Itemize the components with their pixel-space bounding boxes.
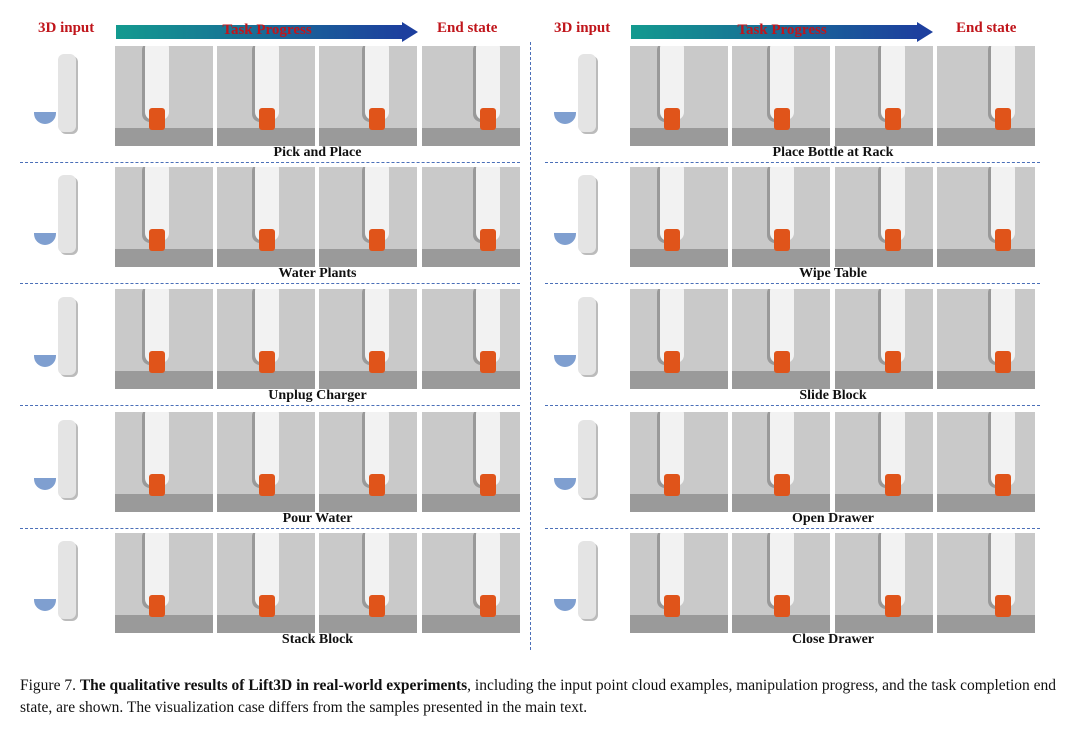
end-state-frame bbox=[422, 533, 520, 633]
end-state-frame bbox=[422, 46, 520, 146]
arrow-head-icon bbox=[402, 22, 418, 42]
progress-frame bbox=[319, 289, 417, 389]
point-cloud-input bbox=[22, 412, 108, 512]
progress-frame bbox=[732, 289, 830, 389]
arrow-head-icon bbox=[917, 22, 933, 42]
task-label: Unplug Charger bbox=[268, 388, 367, 403]
right-3d-input-header: 3D input bbox=[554, 20, 611, 36]
progress-frame bbox=[217, 533, 315, 633]
progress-frame bbox=[630, 533, 728, 633]
point-cloud-input bbox=[542, 412, 628, 512]
end-state-frame bbox=[937, 46, 1035, 146]
task-label: Water Plants bbox=[278, 266, 357, 281]
left-3d-input-header: 3D input bbox=[38, 20, 95, 36]
progress-frame bbox=[835, 533, 933, 633]
progress-frame bbox=[115, 533, 213, 633]
right-task-progress-arrow: Task Progress bbox=[631, 22, 933, 42]
progress-frame bbox=[217, 289, 315, 389]
task-label: Pick and Place bbox=[273, 145, 362, 160]
left-task-progress-arrow: Task Progress bbox=[116, 22, 418, 42]
figure-caption: Figure 7. The qualitative results of Lif… bbox=[20, 675, 1070, 719]
progress-frame bbox=[319, 412, 417, 512]
point-cloud-input bbox=[22, 289, 108, 389]
progress-frame bbox=[115, 167, 213, 267]
row-divider bbox=[20, 283, 520, 284]
left-task-progress-label: Task Progress bbox=[222, 22, 312, 38]
progress-frame bbox=[217, 412, 315, 512]
row-divider bbox=[20, 405, 520, 406]
progress-frame bbox=[115, 46, 213, 146]
progress-frame bbox=[630, 412, 728, 512]
right-end-state-header: End state bbox=[956, 20, 1017, 36]
point-cloud-input bbox=[542, 167, 628, 267]
progress-frame bbox=[630, 289, 728, 389]
row-divider bbox=[545, 405, 1040, 406]
task-label: Slide Block bbox=[799, 388, 867, 403]
progress-frame bbox=[835, 412, 933, 512]
progress-frame bbox=[319, 46, 417, 146]
row-divider bbox=[545, 528, 1040, 529]
task-label: Place Bottle at Rack bbox=[772, 145, 894, 160]
progress-frame bbox=[319, 167, 417, 267]
progress-frame bbox=[217, 46, 315, 146]
progress-frame bbox=[835, 289, 933, 389]
caption-bold: The qualitative results of Lift3D in rea… bbox=[79, 677, 468, 694]
end-state-frame bbox=[937, 289, 1035, 389]
progress-frame bbox=[630, 46, 728, 146]
progress-frame bbox=[732, 46, 830, 146]
progress-frame bbox=[217, 167, 315, 267]
end-state-frame bbox=[937, 533, 1035, 633]
point-cloud-input bbox=[22, 167, 108, 267]
progress-frame bbox=[732, 533, 830, 633]
end-state-frame bbox=[422, 412, 520, 512]
progress-frame bbox=[732, 412, 830, 512]
row-divider bbox=[545, 283, 1040, 284]
end-state-frame bbox=[422, 167, 520, 267]
point-cloud-input bbox=[22, 46, 108, 146]
task-label: Wipe Table bbox=[799, 266, 867, 281]
point-cloud-input bbox=[22, 533, 108, 633]
row-divider bbox=[20, 162, 520, 163]
vertical-divider bbox=[530, 42, 531, 650]
right-task-progress-label: Task Progress bbox=[737, 22, 827, 38]
caption-rest: , including the input point cloud exampl… bbox=[20, 677, 1057, 716]
point-cloud-input bbox=[542, 533, 628, 633]
end-state-frame bbox=[937, 167, 1035, 267]
task-label: Pour Water bbox=[282, 511, 353, 526]
caption-prefix: Figure 7. bbox=[20, 677, 80, 694]
progress-frame bbox=[732, 167, 830, 267]
progress-frame bbox=[835, 167, 933, 267]
end-state-frame bbox=[937, 412, 1035, 512]
progress-frame bbox=[835, 46, 933, 146]
left-end-state-header: End state bbox=[437, 20, 498, 36]
progress-frame bbox=[115, 289, 213, 389]
task-label: Open Drawer bbox=[791, 511, 875, 526]
task-label: Close Drawer bbox=[791, 632, 875, 647]
row-divider bbox=[545, 162, 1040, 163]
end-state-frame bbox=[422, 289, 520, 389]
task-label: Stack Block bbox=[281, 632, 354, 647]
progress-frame bbox=[115, 412, 213, 512]
progress-frame bbox=[630, 167, 728, 267]
point-cloud-input bbox=[542, 289, 628, 389]
row-divider bbox=[20, 528, 520, 529]
point-cloud-input bbox=[542, 46, 628, 146]
progress-frame bbox=[319, 533, 417, 633]
